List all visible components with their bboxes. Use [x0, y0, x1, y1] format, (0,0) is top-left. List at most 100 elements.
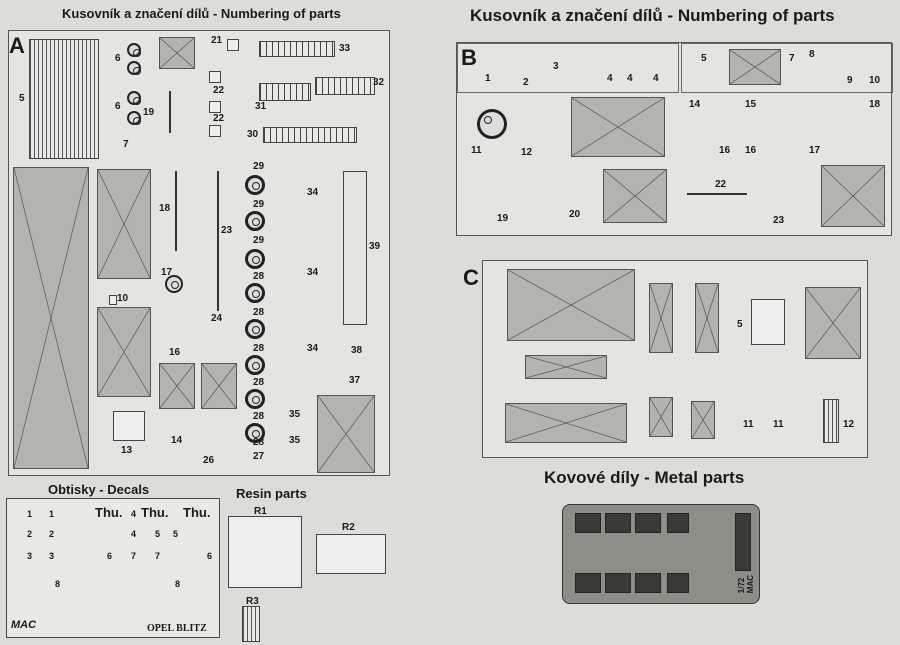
part-29-wheel: [245, 175, 265, 195]
part-label: 30: [247, 129, 259, 140]
decal-number: 5: [155, 529, 161, 539]
part-33-rail: [259, 41, 335, 57]
resin-label: R1: [254, 506, 267, 517]
blank-plate: [13, 167, 89, 469]
decal-number: 6: [207, 551, 213, 561]
part-30-rail: [263, 127, 357, 143]
part-22: [209, 101, 221, 113]
part-label: 12: [521, 147, 533, 158]
sprue-a-title: Kusovník a značení dílů - Numbering of p…: [62, 6, 341, 21]
part-29-wheel: [245, 249, 265, 269]
part-label: 28: [253, 343, 265, 354]
pe-part: [667, 513, 689, 533]
blank-plate: [805, 287, 861, 359]
blank-plate: [159, 363, 195, 409]
decal-number: 8: [55, 579, 61, 589]
part-5: [751, 299, 785, 345]
part-label: 4: [607, 73, 613, 84]
resin-part-r3: [242, 606, 260, 642]
part-label: 14: [689, 99, 701, 110]
part-label: 14: [171, 435, 183, 446]
resin-label: R3: [246, 596, 259, 607]
blank-plate: [695, 283, 719, 353]
decal-number: 1: [27, 509, 33, 519]
resin-part-r1: [228, 516, 302, 588]
part-label: 32: [373, 77, 385, 88]
sprue-b-letter: B: [461, 45, 477, 70]
blank-plate: [507, 269, 635, 341]
pe-part: [667, 573, 689, 593]
blank-plate: [97, 307, 151, 397]
part-19-rod: [169, 91, 171, 133]
part-label: 29: [253, 235, 265, 246]
pe-part: [635, 573, 661, 593]
part-12-grill: [823, 399, 839, 443]
part-5-grill: [29, 39, 99, 159]
part-label: 34: [307, 343, 319, 354]
part-label: 11: [471, 145, 482, 156]
part-label: 20: [569, 209, 581, 220]
part-label: 15: [745, 99, 757, 110]
blank-plate: [603, 169, 667, 223]
part-label: 5: [737, 319, 743, 330]
part-label: 37: [349, 375, 361, 386]
part-label: 28: [253, 307, 265, 318]
part-6-hub: [127, 61, 141, 75]
part-label: 18: [869, 99, 881, 110]
part-label: 31: [255, 101, 267, 112]
part-label: 22: [213, 113, 225, 124]
part-label: 28: [253, 437, 265, 448]
sprues-bc-title: Kusovník a značení dílů - Numbering of p…: [470, 6, 835, 25]
sprue-b-row-1b: [681, 43, 893, 93]
part-29-wheel: [245, 211, 265, 231]
part-label: 28: [253, 271, 265, 282]
part-label: 7: [123, 139, 129, 150]
photo-etch-fret: 1/72 MAC: [562, 504, 760, 604]
part-label: 24: [211, 313, 223, 324]
blank-plate: [97, 169, 151, 279]
part-label: 4: [627, 73, 633, 84]
part-label: 38: [351, 345, 363, 356]
part-label: 34: [307, 187, 319, 198]
pe-part: [635, 513, 661, 533]
decal-number: 4: [131, 509, 137, 519]
part-label: 6: [115, 53, 121, 64]
blank-plate: [729, 49, 781, 85]
part-label: 4: [653, 73, 659, 84]
part-22-rod: [687, 193, 747, 195]
sprue-b-row-1: [457, 43, 679, 93]
decal-thu: Thu.: [95, 505, 123, 520]
decal-thu: Thu.: [183, 505, 211, 520]
blank-plate: [649, 283, 673, 353]
part-label: 3: [553, 61, 559, 72]
part-label: 33: [339, 43, 351, 54]
decal-number: 8: [175, 579, 181, 589]
part-label: 35: [289, 435, 301, 446]
part-22: [209, 71, 221, 83]
part-label: 17: [161, 267, 173, 278]
part-28-wheel: [245, 283, 265, 303]
part-label: 21: [211, 35, 223, 46]
part-label: 9: [847, 75, 853, 86]
part-label: 17: [809, 145, 821, 156]
part-label: 27: [253, 451, 265, 462]
sprue-c-letter: C: [463, 265, 479, 290]
decal-thu: Thu.: [141, 505, 169, 520]
part-label: 13: [121, 445, 133, 456]
part-label: 23: [773, 215, 785, 226]
pe-part: [605, 513, 631, 533]
part-label: 6: [115, 101, 121, 112]
part-label: 19: [143, 107, 155, 118]
part-label: 16: [745, 145, 757, 156]
part-label: 11: [773, 419, 784, 430]
part-label: 5: [19, 93, 25, 104]
part-label: 34: [307, 267, 319, 278]
part-28-wheel: [245, 423, 265, 443]
part-28-wheel: [245, 355, 265, 375]
part-label: 16: [719, 145, 731, 156]
decal-number: 4: [131, 529, 137, 539]
part-label: 26: [203, 455, 215, 466]
part-13: [113, 411, 145, 441]
pe-part: [735, 513, 751, 571]
decal-number: 6: [107, 551, 113, 561]
